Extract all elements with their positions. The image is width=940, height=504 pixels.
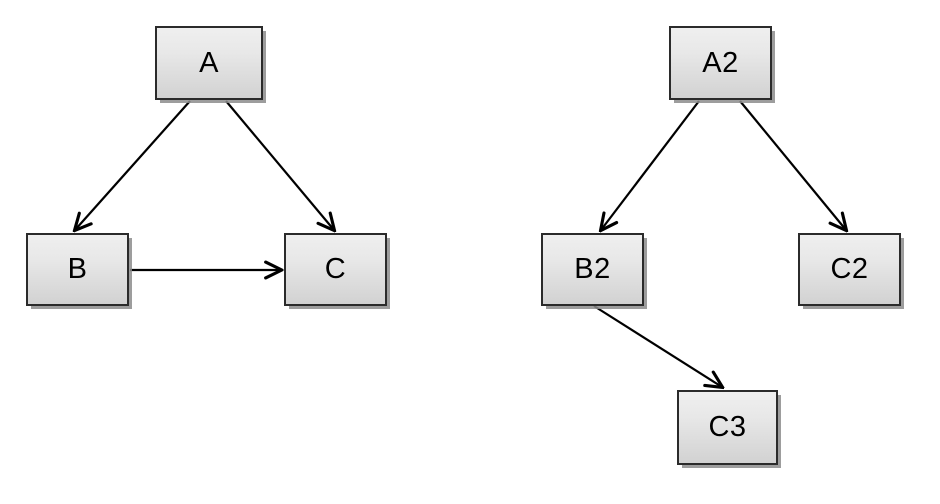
edge-a2-to-b2 [601, 100, 700, 230]
edge-a2-to-c2 [739, 100, 846, 230]
node-label-b: B [67, 253, 88, 285]
node-label-c2: C2 [830, 253, 869, 285]
edge-a-to-c [225, 100, 334, 230]
edge-a-to-b [75, 100, 191, 230]
node-c[interactable]: C [284, 233, 387, 306]
node-b2[interactable]: B2 [541, 233, 644, 306]
node-c2[interactable]: C2 [798, 233, 901, 306]
node-label-b2: B2 [574, 253, 611, 285]
node-label-c3: C3 [708, 411, 747, 443]
node-label-a2: A2 [702, 46, 739, 79]
edges-group [75, 100, 846, 387]
edge-b2-to-c3 [593, 305, 722, 387]
node-label-c: C [324, 253, 347, 285]
node-b[interactable]: B [26, 233, 129, 306]
node-c3[interactable]: C3 [677, 390, 778, 465]
node-a[interactable]: A [155, 26, 263, 100]
node-label-a: A [199, 46, 219, 79]
node-a2[interactable]: A2 [669, 26, 772, 100]
